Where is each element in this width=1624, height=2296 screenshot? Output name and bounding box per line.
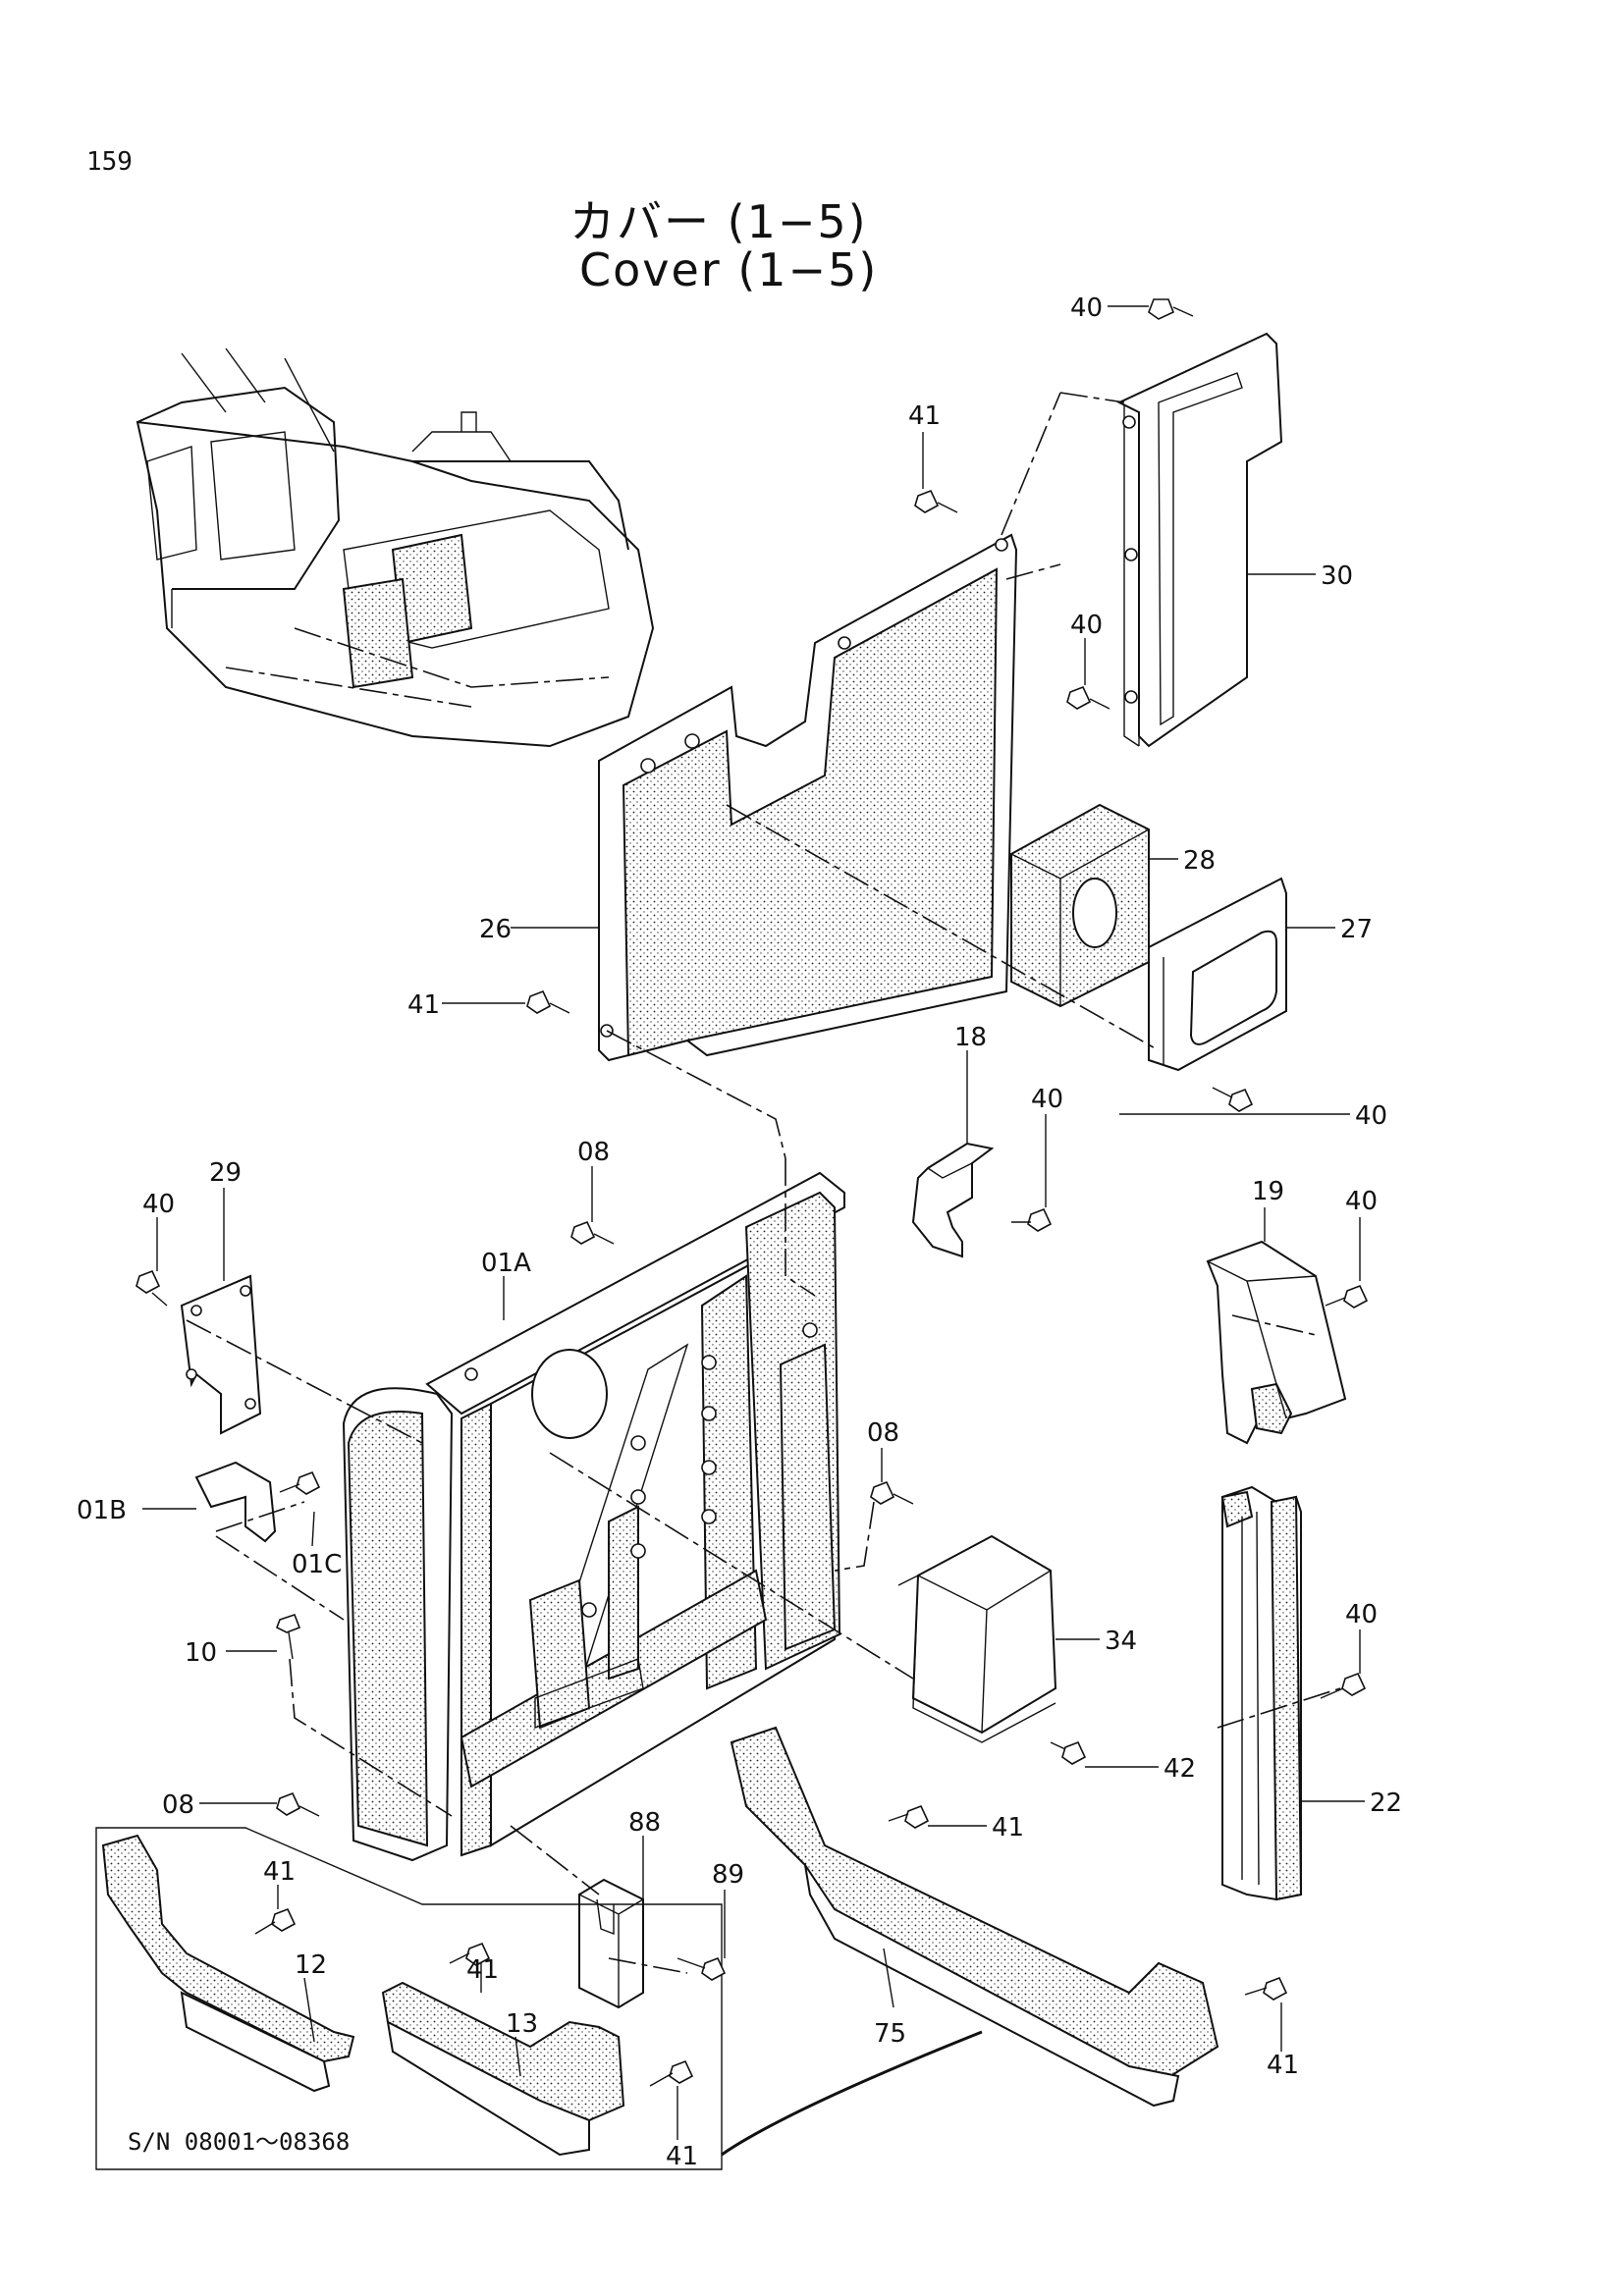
title-japanese: カバー (1−5) xyxy=(569,195,868,248)
part-01A-frame xyxy=(342,1171,845,1862)
callout-89: 89 xyxy=(712,1860,744,1890)
bolts xyxy=(135,298,1369,2087)
serial-number-range: S/N 08001～08368 xyxy=(128,2128,351,2156)
inset-panel xyxy=(95,1827,983,2170)
callout-12: 12 xyxy=(295,1950,327,1980)
callout-30: 30 xyxy=(1321,561,1353,591)
callout-40e: 40 xyxy=(142,1190,175,1219)
title-english: Cover (1−5) xyxy=(579,243,879,296)
excavator-overview-sketch xyxy=(135,347,655,748)
callout-40c: 40 xyxy=(1355,1101,1387,1131)
callout-42: 42 xyxy=(1164,1754,1196,1784)
callout-10: 10 xyxy=(185,1638,217,1668)
callout-27: 27 xyxy=(1340,915,1373,944)
part-01B-bracket xyxy=(194,1461,277,1543)
callout-40f: 40 xyxy=(1345,1187,1378,1216)
part-27-plate xyxy=(1148,877,1287,1072)
callout-41d: 41 xyxy=(263,1857,296,1887)
callout-19: 19 xyxy=(1252,1177,1284,1206)
callout-01A: 01A xyxy=(481,1249,531,1278)
callout-01C: 01C xyxy=(292,1550,342,1579)
callout-08a: 08 xyxy=(577,1138,610,1167)
part-34-cover xyxy=(897,1534,1057,1743)
callout-28: 28 xyxy=(1183,846,1216,876)
callout-08c: 08 xyxy=(162,1790,194,1820)
part-88-block xyxy=(578,1878,644,2009)
callout-41c: 41 xyxy=(992,1813,1024,1842)
callout-labels: 40 41 30 40 28 26 27 41 40 18 40 08 29 4… xyxy=(77,294,1402,2171)
callout-75: 75 xyxy=(874,2019,906,2049)
part-75-foam-bar xyxy=(730,1726,1219,2108)
callout-40d: 40 xyxy=(1031,1085,1063,1114)
leader-lines xyxy=(142,305,1365,2140)
callout-41a: 41 xyxy=(908,401,941,431)
callout-34: 34 xyxy=(1105,1627,1137,1656)
callout-41g: 41 xyxy=(666,2142,698,2171)
callout-13: 13 xyxy=(506,2009,538,2039)
callout-08b: 08 xyxy=(867,1418,899,1448)
part-26-cover xyxy=(598,533,1018,1062)
callout-40a: 40 xyxy=(1070,294,1103,323)
part-30-cover xyxy=(1116,332,1283,748)
callout-18: 18 xyxy=(954,1023,987,1052)
callout-29: 29 xyxy=(209,1158,242,1188)
part-22-foam-strip xyxy=(1220,1485,1303,1901)
callout-41f: 41 xyxy=(1267,2051,1299,2080)
callout-26: 26 xyxy=(479,915,512,944)
callout-40g: 40 xyxy=(1345,1600,1378,1629)
callout-22: 22 xyxy=(1370,1789,1402,1818)
part-19-cover xyxy=(1206,1240,1347,1445)
part-18-bracket xyxy=(911,1142,995,1258)
part-29-plate xyxy=(180,1274,262,1435)
callout-41b: 41 xyxy=(407,990,440,1020)
part-28-pad xyxy=(1010,803,1150,1008)
callout-01B: 01B xyxy=(77,1496,127,1525)
callout-40b: 40 xyxy=(1070,611,1103,640)
page-number: 159 xyxy=(86,147,133,177)
callout-41e: 41 xyxy=(466,1955,499,1985)
assembly-lines xyxy=(186,392,1341,1974)
callout-88: 88 xyxy=(628,1808,661,1838)
